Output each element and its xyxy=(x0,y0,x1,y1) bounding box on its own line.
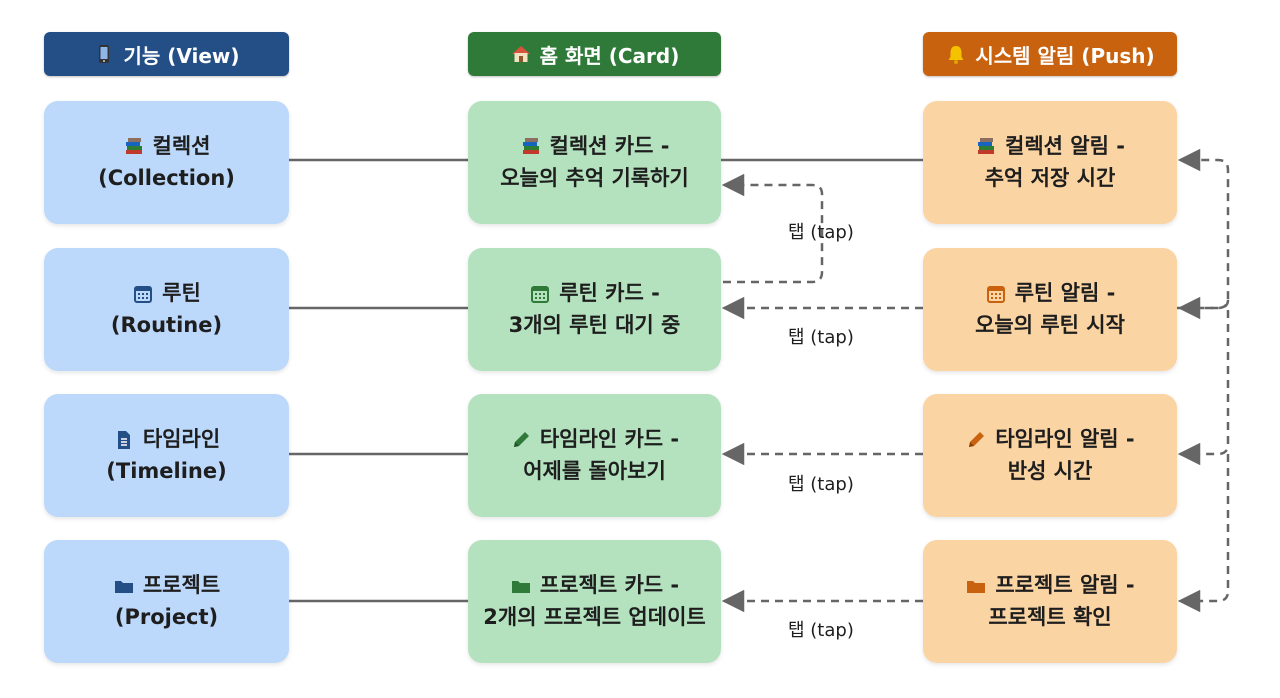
header-push-label: 시스템 알림 (Push) xyxy=(975,43,1155,68)
push-subtitle: 오늘의 루틴 시작 xyxy=(975,312,1125,337)
card-node-timeline[interactable]: 타임라인 카드 - 어제를 돌아보기 xyxy=(468,394,721,517)
edge-label-tap: 탭 (tap) xyxy=(788,474,854,495)
view-node-collection: 컬렉션 (Collection) xyxy=(44,101,289,224)
card-node-collection[interactable]: 컬렉션 카드 - 오늘의 추억 기록하기 xyxy=(468,101,721,224)
card-subtitle: 오늘의 추억 기록하기 xyxy=(500,165,689,190)
folder-icon xyxy=(113,575,135,597)
header-view: 기능 (View) xyxy=(44,32,289,76)
calendar-icon xyxy=(529,283,551,305)
push-node-timeline[interactable]: 타임라인 알림 - 반성 시간 xyxy=(923,394,1177,517)
push-title: 컬렉션 알림 - xyxy=(1005,134,1125,158)
push-bracket-project xyxy=(1177,454,1230,613)
card-title: 타임라인 카드 - xyxy=(539,427,680,451)
books-icon xyxy=(520,136,542,158)
card-title: 루틴 카드 - xyxy=(559,281,660,305)
view-title: 루틴 xyxy=(162,281,201,305)
calendar-icon xyxy=(132,283,154,305)
view-node-routine: 루틴 (Routine) xyxy=(44,248,289,371)
card-subtitle: 2개의 프로젝트 업데이트 xyxy=(483,604,706,629)
folder-icon xyxy=(965,575,987,597)
view-title: 프로젝트 xyxy=(142,573,221,597)
push-subtitle: 반성 시간 xyxy=(1007,458,1093,483)
folder-icon xyxy=(510,575,532,597)
view-node-project: 프로젝트 (Project) xyxy=(44,540,289,663)
header-card-label: 홈 화면 (Card) xyxy=(539,43,680,68)
view-subtitle: (Timeline) xyxy=(106,458,227,483)
header-push: 시스템 알림 (Push) xyxy=(923,32,1177,76)
header-card: 홈 화면 (Card) xyxy=(468,32,721,76)
view-title: 타임라인 xyxy=(142,427,221,451)
view-subtitle: (Project) xyxy=(114,604,219,629)
view-node-timeline: 타임라인 (Timeline) xyxy=(44,394,289,517)
view-subtitle: (Routine) xyxy=(110,312,223,337)
card-title: 프로젝트 카드 - xyxy=(539,573,680,597)
edge-label-tap: 탭 (tap) xyxy=(788,620,854,641)
push-bracket-up xyxy=(1177,148,1230,310)
card-node-routine[interactable]: 루틴 카드 - 3개의 루틴 대기 중 xyxy=(468,248,721,371)
push-subtitle: 프로젝트 확인 xyxy=(988,604,1112,629)
push-bracket-self xyxy=(1177,296,1230,320)
push-title: 타임라인 알림 - xyxy=(995,427,1135,451)
view-title: 컬렉션 xyxy=(152,134,211,158)
push-node-collection[interactable]: 컬렉션 알림 - 추억 저장 시간 xyxy=(923,101,1177,224)
books-icon xyxy=(123,136,145,158)
push-subtitle: 추억 저장 시간 xyxy=(984,165,1116,190)
pencil-icon xyxy=(965,429,987,451)
card-node-project[interactable]: 프로젝트 카드 - 2개의 프로젝트 업데이트 xyxy=(468,540,721,663)
bell-icon xyxy=(945,43,967,65)
books-icon xyxy=(975,136,997,158)
push-node-project[interactable]: 프로젝트 알림 - 프로젝트 확인 xyxy=(923,540,1177,663)
pencil-icon xyxy=(510,429,532,451)
document-icon xyxy=(113,429,135,451)
edge-label-tap: 탭 (tap) xyxy=(788,222,854,243)
edge-label-tap: 탭 (tap) xyxy=(788,327,854,348)
header-view-label: 기능 (View) xyxy=(123,43,240,68)
calendar-icon xyxy=(985,283,1007,305)
phone-icon xyxy=(93,43,115,65)
push-node-routine[interactable]: 루틴 알림 - 오늘의 루틴 시작 xyxy=(923,248,1177,371)
push-bracket-timeline xyxy=(1177,310,1230,466)
card-subtitle: 3개의 루틴 대기 중 xyxy=(508,312,681,337)
push-title: 프로젝트 알림 - xyxy=(995,573,1135,597)
card-subtitle: 어제를 돌아보기 xyxy=(523,458,666,483)
push-title: 루틴 알림 - xyxy=(1014,281,1116,305)
house-icon xyxy=(510,43,532,65)
card-title: 컬렉션 카드 - xyxy=(549,134,670,158)
view-subtitle: (Collection) xyxy=(98,165,235,190)
